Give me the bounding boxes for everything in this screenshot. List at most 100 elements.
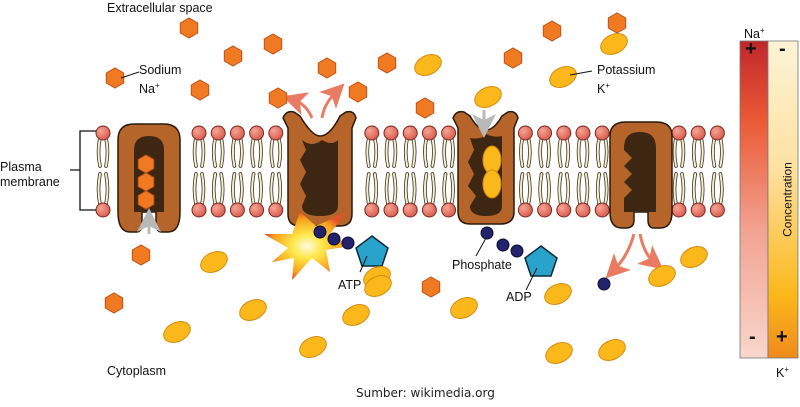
- lipid-tail: [239, 173, 243, 205]
- lipid-head: [364, 125, 380, 141]
- lipid-head: [95, 125, 111, 141]
- potassium-name: Potassium: [597, 63, 656, 77]
- lipid-tail: [423, 137, 428, 167]
- lipid-tail: [577, 173, 581, 205]
- phospholipid-pair: [421, 125, 437, 218]
- phosphate-group: [496, 238, 510, 252]
- lipid-head: [575, 125, 591, 141]
- lipid-head: [441, 125, 457, 141]
- lipid-tail: [220, 137, 224, 167]
- lipid-tail: [558, 173, 562, 205]
- lipid-tail: [450, 137, 455, 167]
- sodium-ion: [317, 57, 337, 79]
- lipid-tail: [711, 173, 716, 205]
- lipid-tail: [258, 173, 263, 205]
- lipid-head: [383, 125, 399, 141]
- phosphate-group: [510, 244, 524, 258]
- potassium-ion: [342, 304, 370, 326]
- atp-label: ATP: [338, 278, 362, 292]
- phospholipid-pair: [517, 125, 533, 218]
- lipid-tail: [105, 173, 109, 205]
- potassium-ion: [600, 33, 628, 55]
- lipid-tail: [577, 137, 581, 167]
- lipid-tail: [711, 137, 716, 167]
- sodium-ion: [190, 79, 210, 101]
- potassium-ion-bound: [482, 169, 502, 199]
- phosphate-free: [597, 277, 611, 291]
- phospholipid-pair: [594, 125, 610, 218]
- lipid-tail: [385, 173, 389, 205]
- arrow-na-release-left: [282, 92, 314, 119]
- lipid-tail: [97, 137, 101, 167]
- lipid-tail: [393, 173, 397, 205]
- sodium-ion: [104, 292, 124, 314]
- lipid-tail: [596, 137, 601, 167]
- lipid-tail: [277, 173, 282, 205]
- lipid-tail: [546, 137, 551, 167]
- lipid-tail: [558, 137, 562, 167]
- lipid-head: [229, 202, 245, 218]
- lipid-tail: [220, 173, 224, 205]
- lipid-head: [191, 125, 207, 141]
- potassium-ion: [598, 339, 626, 361]
- phosphate-group: [341, 236, 355, 250]
- lipid-tail: [519, 173, 524, 205]
- energy-burst: [264, 212, 350, 280]
- phospholipid-pair: [575, 125, 591, 218]
- lipid-head: [421, 125, 437, 141]
- lipid-head: [383, 202, 399, 218]
- sodium-ion: [542, 20, 562, 42]
- pump-protein-state-1: [117, 123, 181, 233]
- lipid-head: [517, 202, 533, 218]
- potassium-symbol: K+: [597, 81, 611, 97]
- lipid-tail: [373, 173, 378, 205]
- lipid-tail: [258, 137, 263, 167]
- lipid-tail: [404, 173, 409, 205]
- sodium-ions-bound: [137, 154, 155, 210]
- lipid-tail: [431, 137, 435, 167]
- na-low-sign: -: [749, 326, 756, 348]
- plasma-membrane-label: Plasma membrane: [0, 160, 60, 189]
- lipid-tail: [519, 137, 524, 167]
- phospholipid-pair: [402, 125, 418, 218]
- lipid-tail: [673, 137, 677, 167]
- sodium-ion: [348, 81, 368, 103]
- lipid-head: [556, 202, 572, 218]
- pump-protein-state-2: [282, 110, 357, 227]
- phospholipid-pair: [249, 125, 265, 218]
- lipid-tail: [412, 137, 416, 167]
- k-gradient-label: K+: [776, 365, 790, 381]
- lipid-tail: [270, 137, 274, 167]
- lipid-tail: [366, 173, 370, 205]
- concentration-axis-label: Concentration: [780, 162, 795, 237]
- lipid-tail: [585, 173, 589, 205]
- phospholipid-pair: [690, 125, 706, 218]
- lipid-head: [537, 125, 553, 141]
- phospholipid-pair: [537, 125, 553, 218]
- lipid-tail: [251, 173, 255, 205]
- sodium-label: Sodium Na+: [139, 63, 181, 97]
- lipid-tail: [692, 137, 697, 167]
- lipid-tail: [527, 173, 531, 205]
- lipid-tail: [443, 137, 447, 167]
- lipid-tail: [212, 173, 217, 205]
- sodium-ion: [607, 12, 627, 34]
- lipid-head: [671, 202, 687, 218]
- lipid-tail: [270, 173, 274, 205]
- lipid-tail: [604, 137, 608, 167]
- adp-base: [524, 245, 558, 277]
- lipid-tail: [393, 137, 397, 167]
- lipid-tail: [366, 137, 370, 167]
- phospholipid-pair: [191, 125, 207, 218]
- sodium-ion: [268, 87, 288, 109]
- lipid-head: [575, 202, 591, 218]
- lipid-tail: [719, 173, 723, 205]
- phospholipid-pair: [383, 125, 399, 218]
- potassium-ion: [545, 342, 573, 364]
- lipid-head: [517, 125, 533, 141]
- phosphate-bound: [480, 226, 494, 240]
- lipid-tail: [193, 137, 197, 167]
- sodium-ion: [179, 17, 199, 39]
- sodium-ion-bound: [137, 172, 155, 192]
